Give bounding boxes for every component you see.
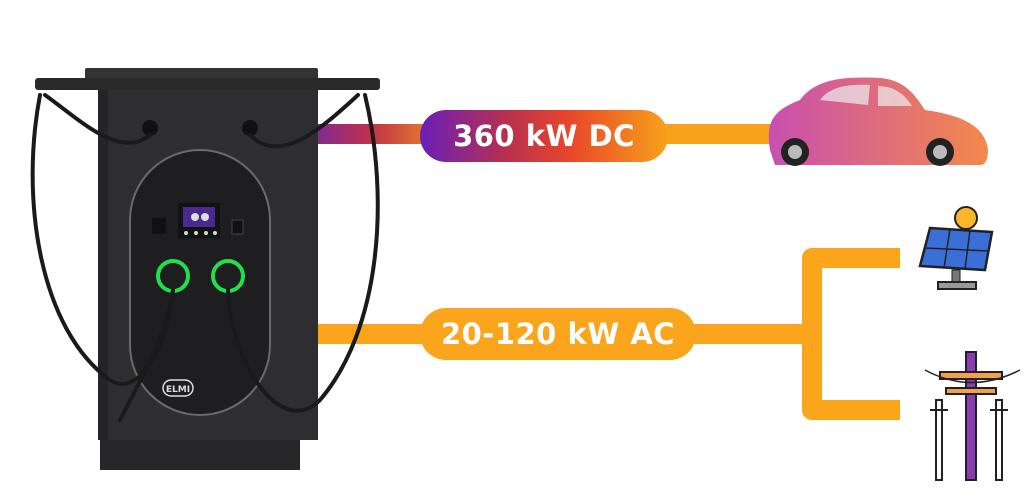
brand-logo: ELMI — [166, 385, 190, 395]
ev-charger-icon: ELMI — [30, 68, 380, 470]
ac-power-label: 20-120 kW AC — [420, 308, 696, 360]
power-pylon-icon — [924, 351, 1021, 481]
car-icon — [768, 77, 988, 166]
dc-power-label: 360 kW DC — [420, 110, 668, 162]
solar-panel-icon — [918, 206, 994, 290]
